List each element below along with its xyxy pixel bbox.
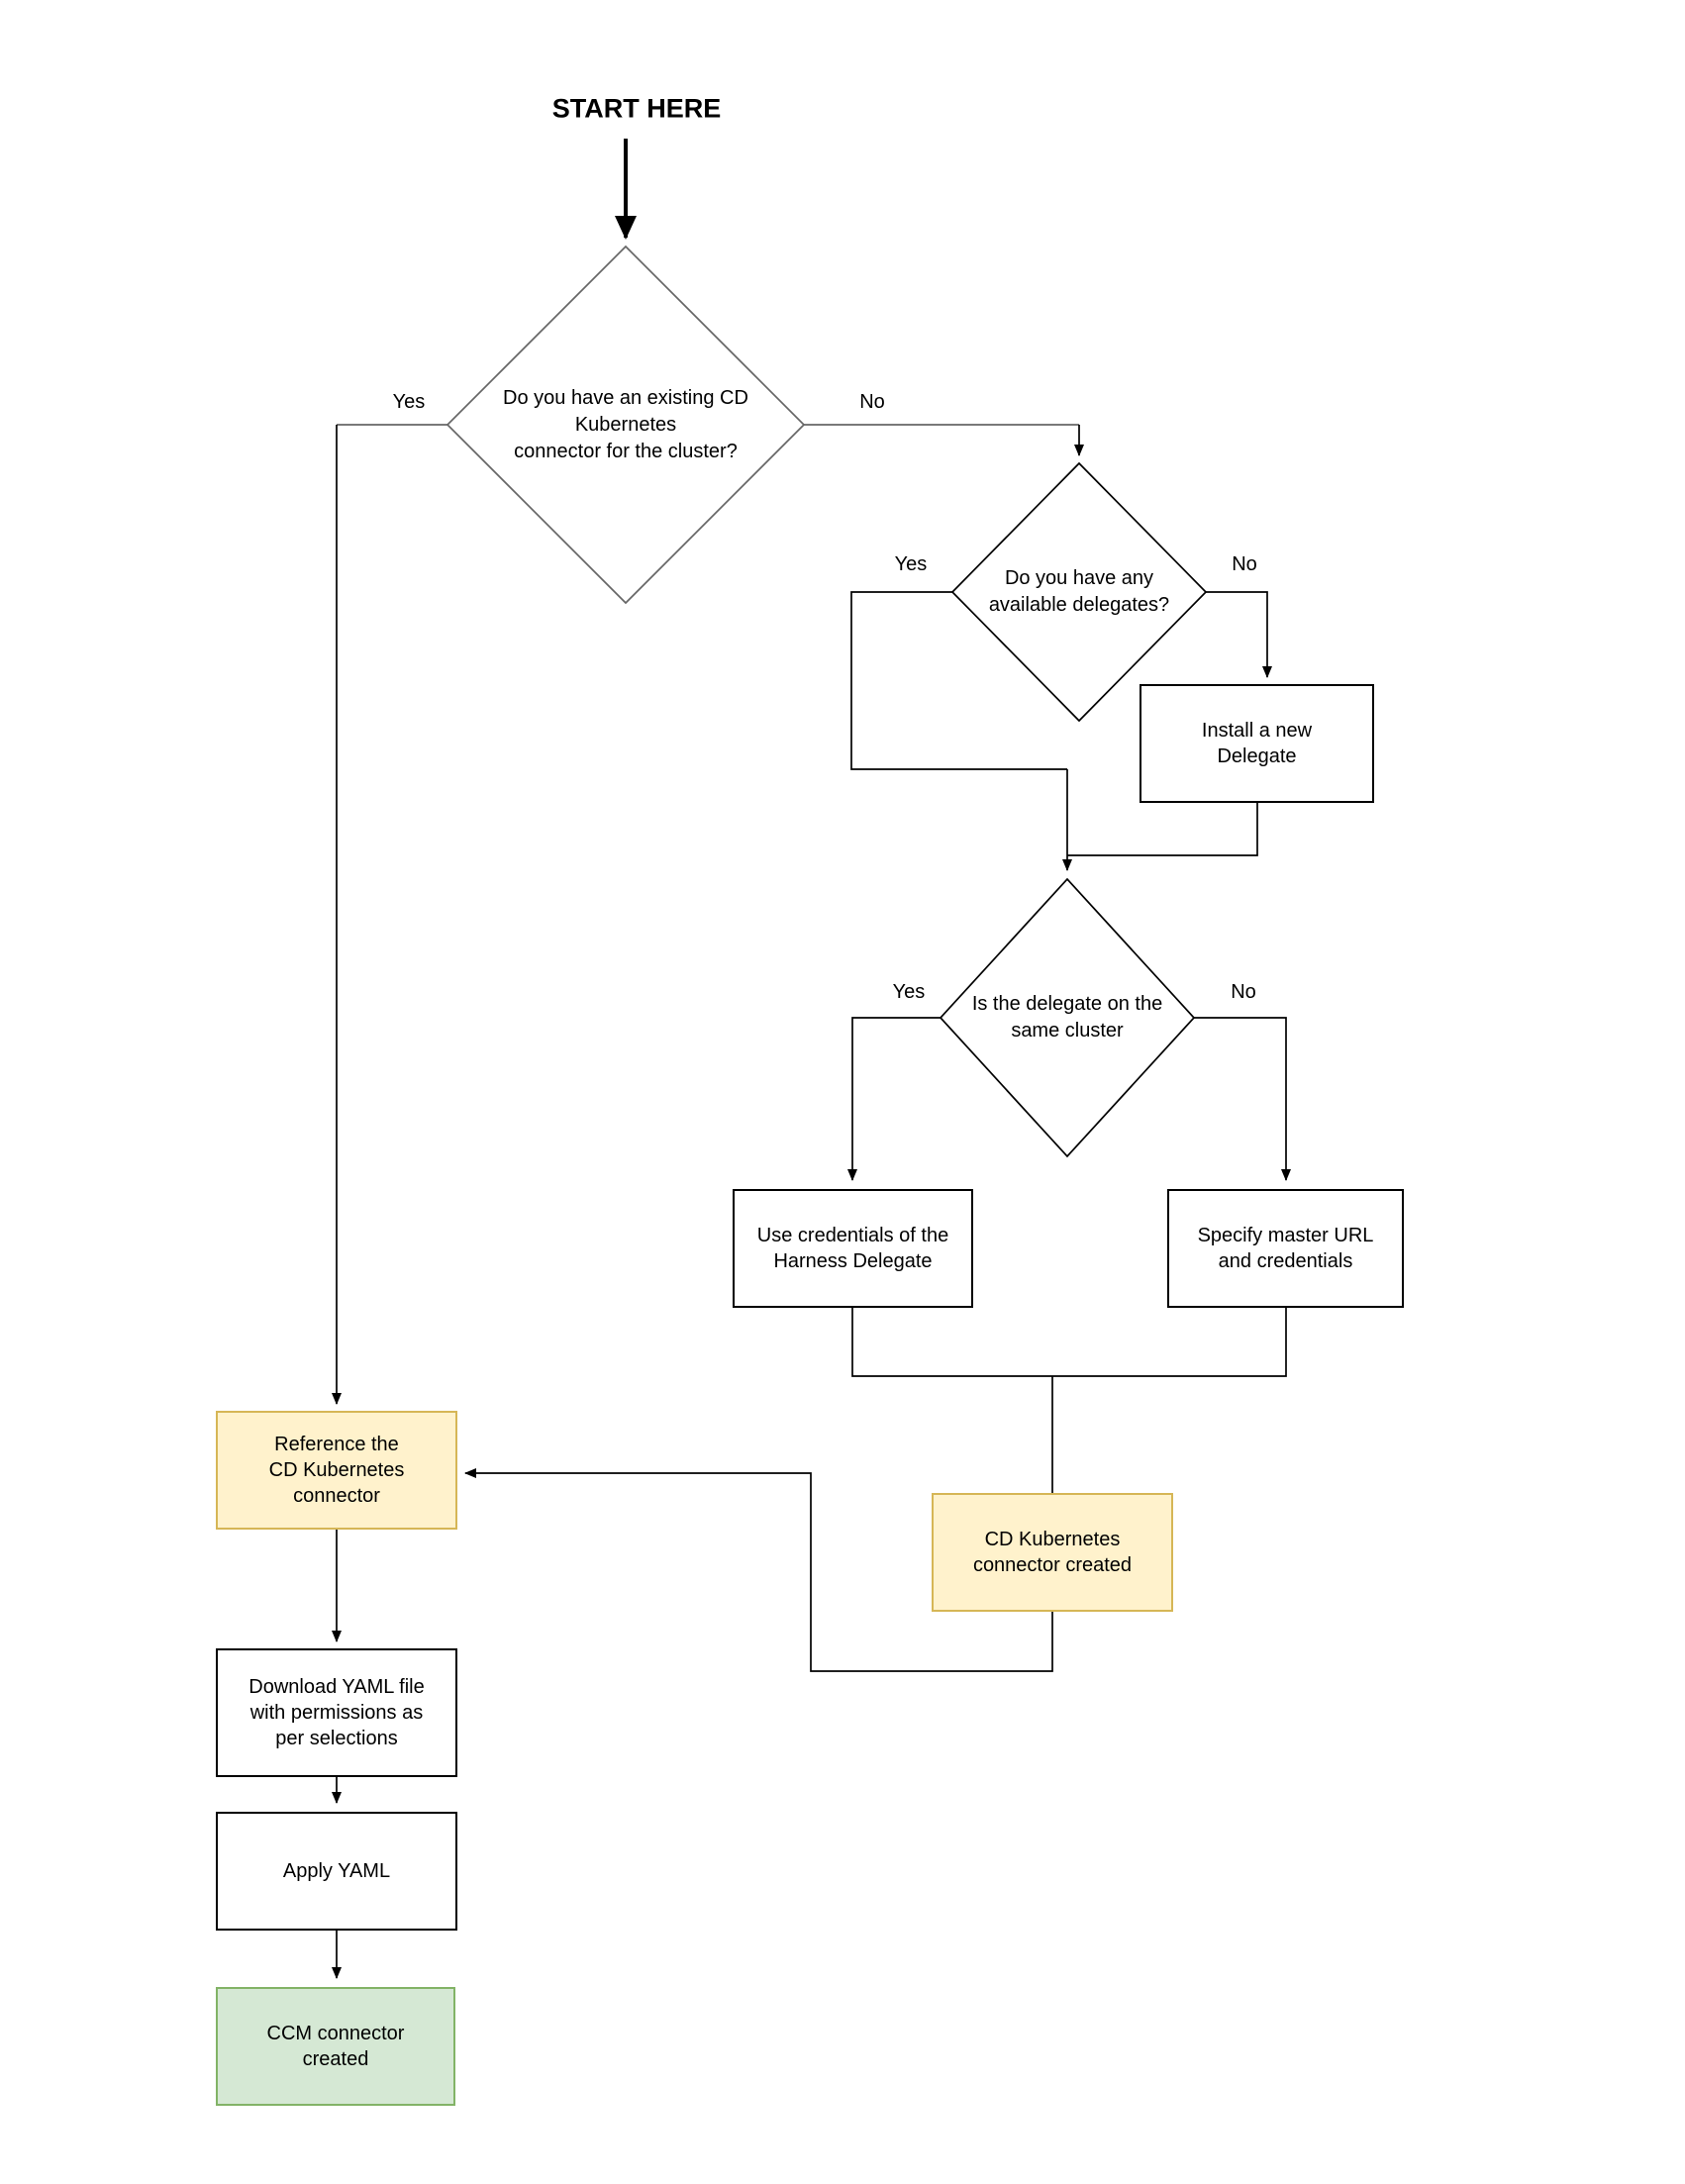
decision-existing-connector-shape	[446, 245, 806, 605]
edge-specify-to-merge	[1052, 1308, 1287, 1377]
decision-available-delegates-label: Do you have any available delegates?	[988, 567, 1170, 616]
decision-existing-connector-label: Do you have an existing CD Kubernetes co…	[503, 386, 748, 462]
process-apply-yaml: Apply YAML	[216, 1812, 457, 1931]
edge-install-to-merge	[1067, 803, 1258, 856]
terminal-ccm-connector-created: CCM connector created	[216, 1987, 455, 2106]
decision-delegate-same-cluster-label: Is the delegate on the same cluster	[971, 993, 1163, 1042]
start-label: START HERE	[551, 93, 722, 124]
process-download-yaml: Download YAML file with permissions as p…	[216, 1648, 457, 1777]
edge-label-q2-yes: Yes	[891, 553, 931, 575]
edge-q3-no	[1194, 1017, 1291, 1181]
edge-q3-yes	[847, 1017, 941, 1181]
edge-created-to-reference	[464, 1468, 1053, 1672]
edge-label-q2-no: No	[1229, 553, 1260, 575]
edge-q2-yes	[850, 591, 1067, 770]
edge-usecred-to-merge	[851, 1308, 1052, 1377]
decision-available-delegates-shape	[950, 461, 1208, 723]
process-specify-master-url: Specify master URL and credentials	[1167, 1189, 1404, 1308]
process-use-credentials: Use credentials of the Harness Delegate	[733, 1189, 973, 1308]
edge-q2-no	[1206, 591, 1272, 678]
edge-label-q3-no: No	[1228, 981, 1259, 1003]
decision-delegate-same-cluster-shape	[939, 877, 1196, 1158]
process-reference-connector: Reference the CD Kubernetes connector	[216, 1411, 457, 1530]
edge-label-q1-yes: Yes	[389, 391, 429, 413]
edge-label-q3-yes: Yes	[889, 981, 929, 1003]
edge-label-q1-no: No	[856, 391, 888, 413]
process-install-delegate: Install a new Delegate	[1140, 684, 1374, 803]
process-cd-connector-created: CD Kubernetes connector created	[932, 1493, 1173, 1612]
